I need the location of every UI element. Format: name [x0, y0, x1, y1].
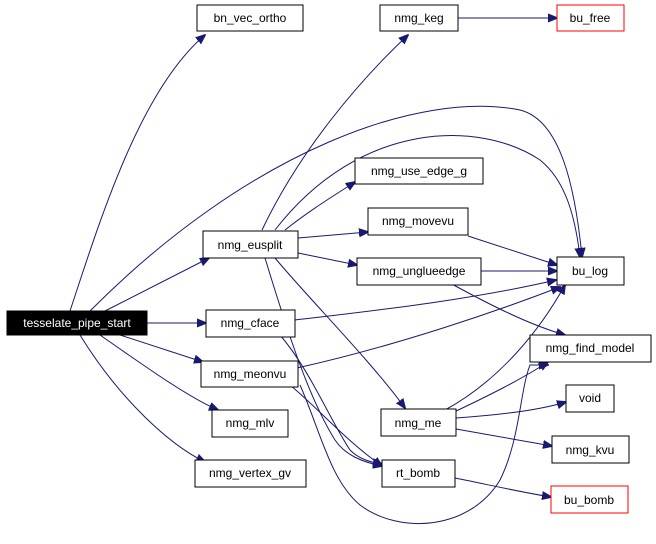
- svg-text:nmg_movevu: nmg_movevu: [382, 214, 454, 228]
- edges: [69, 18, 582, 524]
- node-bu-log[interactable]: bu_log: [556, 256, 625, 286]
- edge-cface-bu_log: [294, 280, 556, 321]
- svg-text:nmg_keg: nmg_keg: [394, 11, 443, 25]
- edge-me-nmg_kvu: [455, 428, 552, 446]
- svg-text:nmg_find_model: nmg_find_model: [546, 341, 635, 355]
- edge-me-void: [455, 402, 566, 419]
- edge-meonvu-find_model: [299, 365, 548, 524]
- node-nmg-mlv[interactable]: nmg_mlv: [211, 409, 289, 438]
- edge-eusplit-movevu: [297, 232, 368, 239]
- node-nmg-me[interactable]: nmg_me: [380, 408, 457, 437]
- svg-text:nmg_me: nmg_me: [395, 416, 442, 430]
- svg-text:bn_vec_ortho: bn_vec_ortho: [214, 11, 287, 25]
- node-nmg-find-model[interactable]: nmg_find_model: [529, 334, 652, 363]
- svg-text:rt_bomb: rt_bomb: [396, 466, 440, 480]
- edge-root-nmg_eusplit: [104, 258, 209, 312]
- edge-root-nmg_vertex_gv: [79, 334, 205, 462]
- node-nmg-unglueedge[interactable]: nmg_unglueedge: [356, 257, 482, 286]
- node-bu-free[interactable]: bu_free: [556, 4, 625, 32]
- edge-eusplit-bu_log-curve: [274, 135, 580, 257]
- svg-text:nmg_eusplit: nmg_eusplit: [218, 238, 283, 252]
- node-nmg-use-edge-g[interactable]: nmg_use_edge_g: [354, 157, 484, 185]
- edge-unglueedge-find_model: [449, 282, 565, 335]
- edge-root-nmg_meonvu: [119, 334, 203, 362]
- edge-meonvu-bu_log: [296, 287, 560, 369]
- svg-text:nmg_kvu: nmg_kvu: [566, 443, 615, 457]
- node-rt-bomb[interactable]: rt_bomb: [381, 459, 456, 488]
- svg-text:bu_log: bu_log: [572, 264, 608, 278]
- edge-eusplit-nmg_me: [274, 257, 405, 408]
- edge-me-find_model: [451, 362, 548, 414]
- edge-root-nmg_mlv: [99, 334, 218, 410]
- node-nmg-kvu[interactable]: nmg_kvu: [551, 435, 630, 464]
- edge-root-bn_vec_ortho: [69, 35, 205, 312]
- svg-text:nmg_unglueedge: nmg_unglueedge: [373, 264, 466, 278]
- node-nmg-vertex-gv[interactable]: nmg_vertex_gv: [194, 459, 307, 488]
- node-bn-vec-ortho[interactable]: bn_vec_ortho: [196, 4, 304, 32]
- node-nmg-meonvu[interactable]: nmg_meonvu: [200, 360, 299, 388]
- edge-movevu-bu_log: [467, 235, 557, 265]
- svg-text:bu_bomb: bu_bomb: [564, 493, 614, 507]
- edge-eusplit-use_edge_g: [284, 182, 355, 231]
- svg-text:nmg_meonvu: nmg_meonvu: [214, 367, 287, 381]
- edge-eusplit-unglueedge: [297, 252, 357, 265]
- node-nmg-eusplit[interactable]: nmg_eusplit: [202, 230, 299, 259]
- svg-text:bu_free: bu_free: [570, 11, 611, 25]
- node-nmg-keg[interactable]: nmg_keg: [379, 4, 459, 32]
- svg-text:nmg_use_edge_g: nmg_use_edge_g: [371, 164, 467, 178]
- node-tesselate-pipe-start[interactable]: tesselate_pipe_start: [6, 310, 148, 336]
- edge-root-bu_log-top: [89, 105, 582, 312]
- edge-me-bu_log: [444, 285, 565, 411]
- edge-cface-rt_bomb: [279, 334, 382, 464]
- svg-text:nmg_cface: nmg_cface: [221, 316, 280, 330]
- node-nmg-movevu[interactable]: nmg_movevu: [367, 207, 469, 236]
- edge-meonvu-rt_bomb: [289, 384, 382, 466]
- node-bu-bomb[interactable]: bu_bomb: [550, 485, 629, 514]
- svg-text:tesselate_pipe_start: tesselate_pipe_start: [23, 316, 131, 330]
- svg-text:nmg_mlv: nmg_mlv: [226, 416, 275, 430]
- svg-text:void: void: [579, 391, 601, 405]
- svg-text:nmg_vertex_gv: nmg_vertex_gv: [209, 466, 291, 480]
- node-nmg-cface[interactable]: nmg_cface: [205, 309, 296, 338]
- nodes: tesselate_pipe_start bn_vec_ortho nmg_eu…: [6, 4, 652, 514]
- node-void[interactable]: void: [565, 384, 615, 413]
- edge-eusplit-nmg_keg: [261, 35, 408, 231]
- edge-rt_bomb-bu_bomb: [454, 477, 551, 497]
